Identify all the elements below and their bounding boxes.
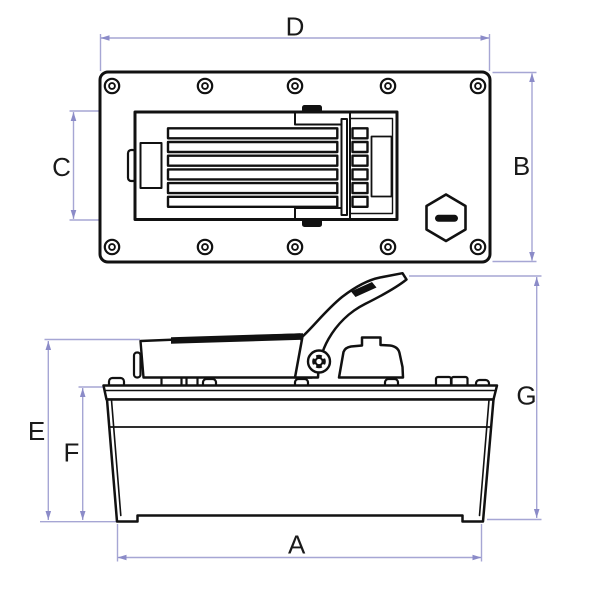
tank-outline bbox=[105, 398, 495, 523]
hinge-knuckle bbox=[351, 154, 369, 167]
arrow-G-top bbox=[533, 277, 540, 286]
hinge-knuckles bbox=[351, 127, 369, 209]
dim-label-G: G bbox=[516, 381, 536, 411]
screw-icon bbox=[286, 77, 304, 95]
dim-label-E: E bbox=[28, 416, 45, 446]
pivot-bolt-notch bbox=[321, 364, 326, 368]
screw-icon bbox=[469, 238, 487, 256]
arrow-F-bottom bbox=[79, 511, 86, 520]
dim-line-F bbox=[78, 386, 103, 520]
screw-icon bbox=[103, 238, 121, 256]
pivot-bolt-notch bbox=[312, 355, 317, 359]
label-plate-left bbox=[139, 142, 163, 189]
pump-body bbox=[337, 336, 405, 379]
mounting-screws bbox=[103, 77, 487, 256]
tank-wall-left bbox=[110, 399, 122, 517]
tread-slat bbox=[166, 154, 339, 167]
hinge-housing-inner-edge bbox=[349, 117, 394, 215]
tread-slat bbox=[166, 195, 339, 209]
hinge-bar bbox=[340, 118, 348, 216]
dim-label-F: F bbox=[64, 438, 80, 468]
pivot-bolt-notch bbox=[312, 364, 317, 368]
pivot-bolt-notch bbox=[321, 355, 326, 359]
tread-slat bbox=[166, 168, 339, 181]
dimension-lines bbox=[40, 34, 542, 562]
screw-icon bbox=[379, 77, 397, 95]
arrow-D-left bbox=[100, 35, 110, 41]
hinge-knuckle bbox=[351, 195, 369, 209]
screw-icon bbox=[286, 238, 304, 256]
lever-arm bbox=[293, 271, 408, 379]
screw-icon bbox=[103, 77, 121, 95]
dim-line-D bbox=[99, 34, 491, 71]
tank-wall-right bbox=[478, 399, 490, 517]
arrow-A-left bbox=[117, 554, 127, 561]
dim-line-A bbox=[116, 524, 483, 562]
arrow-C-bottom bbox=[70, 210, 77, 219]
screw-icon bbox=[196, 77, 214, 95]
pedal-top-view bbox=[126, 105, 399, 227]
lever-grip-pad bbox=[351, 282, 377, 297]
pivot-bolt-center bbox=[316, 358, 322, 365]
treadle bbox=[139, 333, 314, 379]
hinge-knuckle bbox=[351, 168, 369, 181]
arrow-E-top bbox=[45, 341, 52, 350]
arrow-C-top bbox=[70, 112, 77, 121]
arrow-B-top bbox=[529, 73, 535, 82]
reservoir-tank bbox=[105, 398, 495, 523]
tread-slat bbox=[166, 127, 339, 140]
dimension-labels: D B C E F A G bbox=[28, 12, 537, 560]
tread-slats bbox=[166, 127, 339, 209]
side-view bbox=[102, 271, 499, 523]
side-base-plate bbox=[102, 384, 499, 401]
toe-bracket bbox=[132, 351, 142, 379]
dim-line-E bbox=[40, 338, 140, 523]
hinge-knuckle bbox=[351, 127, 369, 140]
screw-icon bbox=[196, 238, 214, 256]
screw-icon bbox=[379, 238, 397, 256]
base-plate-outline bbox=[102, 384, 499, 401]
arrow-A-right bbox=[472, 554, 482, 561]
tread-slat bbox=[166, 140, 339, 154]
dim-label-C: C bbox=[52, 152, 71, 182]
label-plate-right bbox=[370, 135, 393, 198]
hinge-knuckle bbox=[351, 140, 369, 154]
pivot-bolt bbox=[306, 349, 332, 374]
arrow-E-bottom bbox=[45, 511, 52, 520]
dim-label-B: B bbox=[513, 151, 530, 181]
hinge-plate-step-top bbox=[294, 112, 343, 126]
filler-cap bbox=[425, 193, 467, 243]
treadle-rubber-pad bbox=[171, 333, 303, 344]
filler-cap-slot bbox=[435, 214, 458, 222]
top-view bbox=[98, 70, 492, 264]
tread-slat bbox=[166, 181, 339, 195]
dim-label-D: D bbox=[286, 12, 305, 42]
hinge-knuckle bbox=[351, 181, 369, 195]
lever-arm-outline bbox=[293, 271, 408, 379]
dimension-arrows bbox=[45, 35, 540, 561]
dim-label-A: A bbox=[288, 530, 306, 560]
arrow-B-bottom bbox=[529, 252, 535, 261]
arrow-F-top bbox=[79, 388, 86, 397]
arrow-D-right bbox=[480, 35, 490, 41]
screw-icon bbox=[469, 77, 487, 95]
arrow-G-bottom bbox=[533, 509, 540, 518]
dim-line-G bbox=[409, 275, 542, 521]
dim-line-B bbox=[492, 71, 537, 263]
